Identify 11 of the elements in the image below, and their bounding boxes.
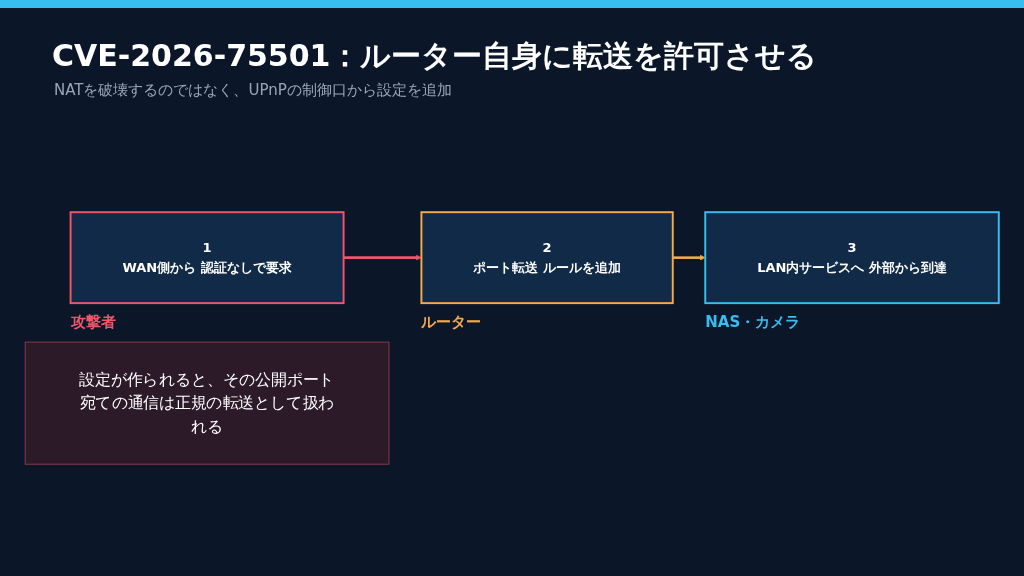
title: CVE-2026-75501：ルーター自身に転送を許可させる [52,37,819,75]
node-caption: NAS・カメラ [705,312,801,332]
arrow [672,254,706,261]
node-box: 1 WAN側から 認証なしで要求 [69,211,345,304]
node-caption: ルーター [421,312,482,332]
arrow [343,254,422,261]
node-caption: 攻撃者 [70,312,116,332]
node-box: 3 LAN内サービスへ 外部から到達 [704,211,1000,304]
node-box: 設定が作られると、その公開ポート宛ての通信は正規の転送として扱われる [24,341,390,465]
subtitle: NATを破壊するのではなく、UPnPの制御口から設定を追加 [54,81,453,100]
node-box: 2 ポート転送 ルールを追加 [420,211,674,304]
